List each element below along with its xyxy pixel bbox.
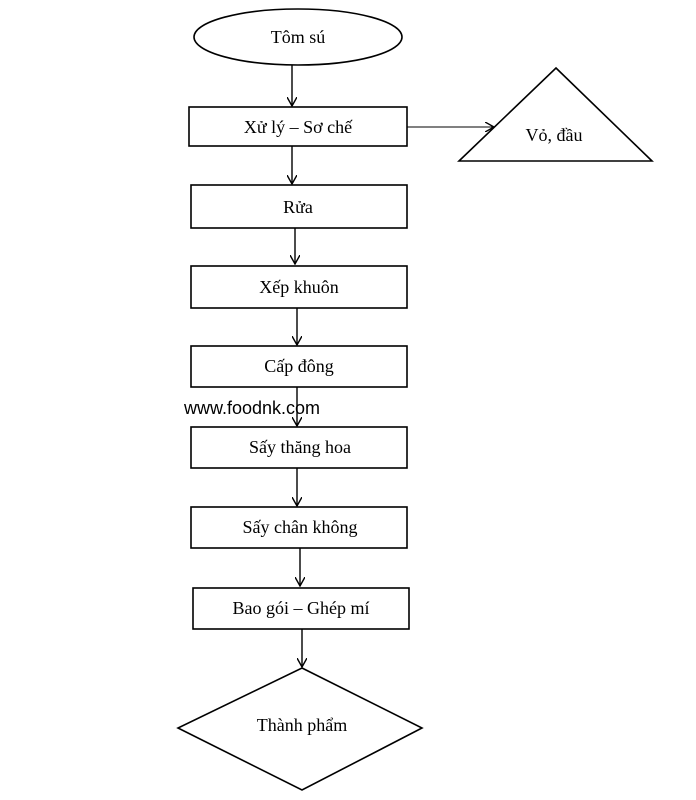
step-wash-label: Rửa: [283, 197, 313, 217]
byproduct-node: Vỏ, đầu: [457, 66, 654, 162]
step-mold-label: Xếp khuôn: [259, 277, 339, 297]
step-process: Xử lý – Sơ chế: [188, 106, 408, 147]
start-node: Tôm sú: [193, 8, 403, 66]
step-freeze-dry-label: Sấy thăng hoa: [249, 437, 351, 457]
end-node: Thành phẩm: [176, 667, 424, 791]
step-process-label: Xử lý – Sơ chế: [244, 117, 353, 137]
end-node-label: Thành phẩm: [257, 715, 347, 735]
watermark-text: www.foodnk.com: [183, 398, 320, 418]
byproduct-node-label: Vỏ, đầu: [526, 125, 583, 145]
step-freeze-dry: Sấy thăng hoa: [190, 426, 408, 469]
step-pack-label: Bao gói – Ghép mí: [233, 598, 370, 618]
step-mold: Xếp khuôn: [190, 265, 408, 309]
step-freeze: Cấp đông: [190, 345, 408, 388]
step-pack: Bao gói – Ghép mí: [192, 587, 410, 630]
step-vacuum-dry-label: Sấy chân không: [243, 517, 358, 537]
step-vacuum-dry: Sấy chân không: [190, 506, 408, 549]
step-wash: Rửa: [190, 184, 408, 229]
start-node-label: Tôm sú: [271, 27, 326, 47]
step-freeze-label: Cấp đông: [264, 356, 334, 376]
